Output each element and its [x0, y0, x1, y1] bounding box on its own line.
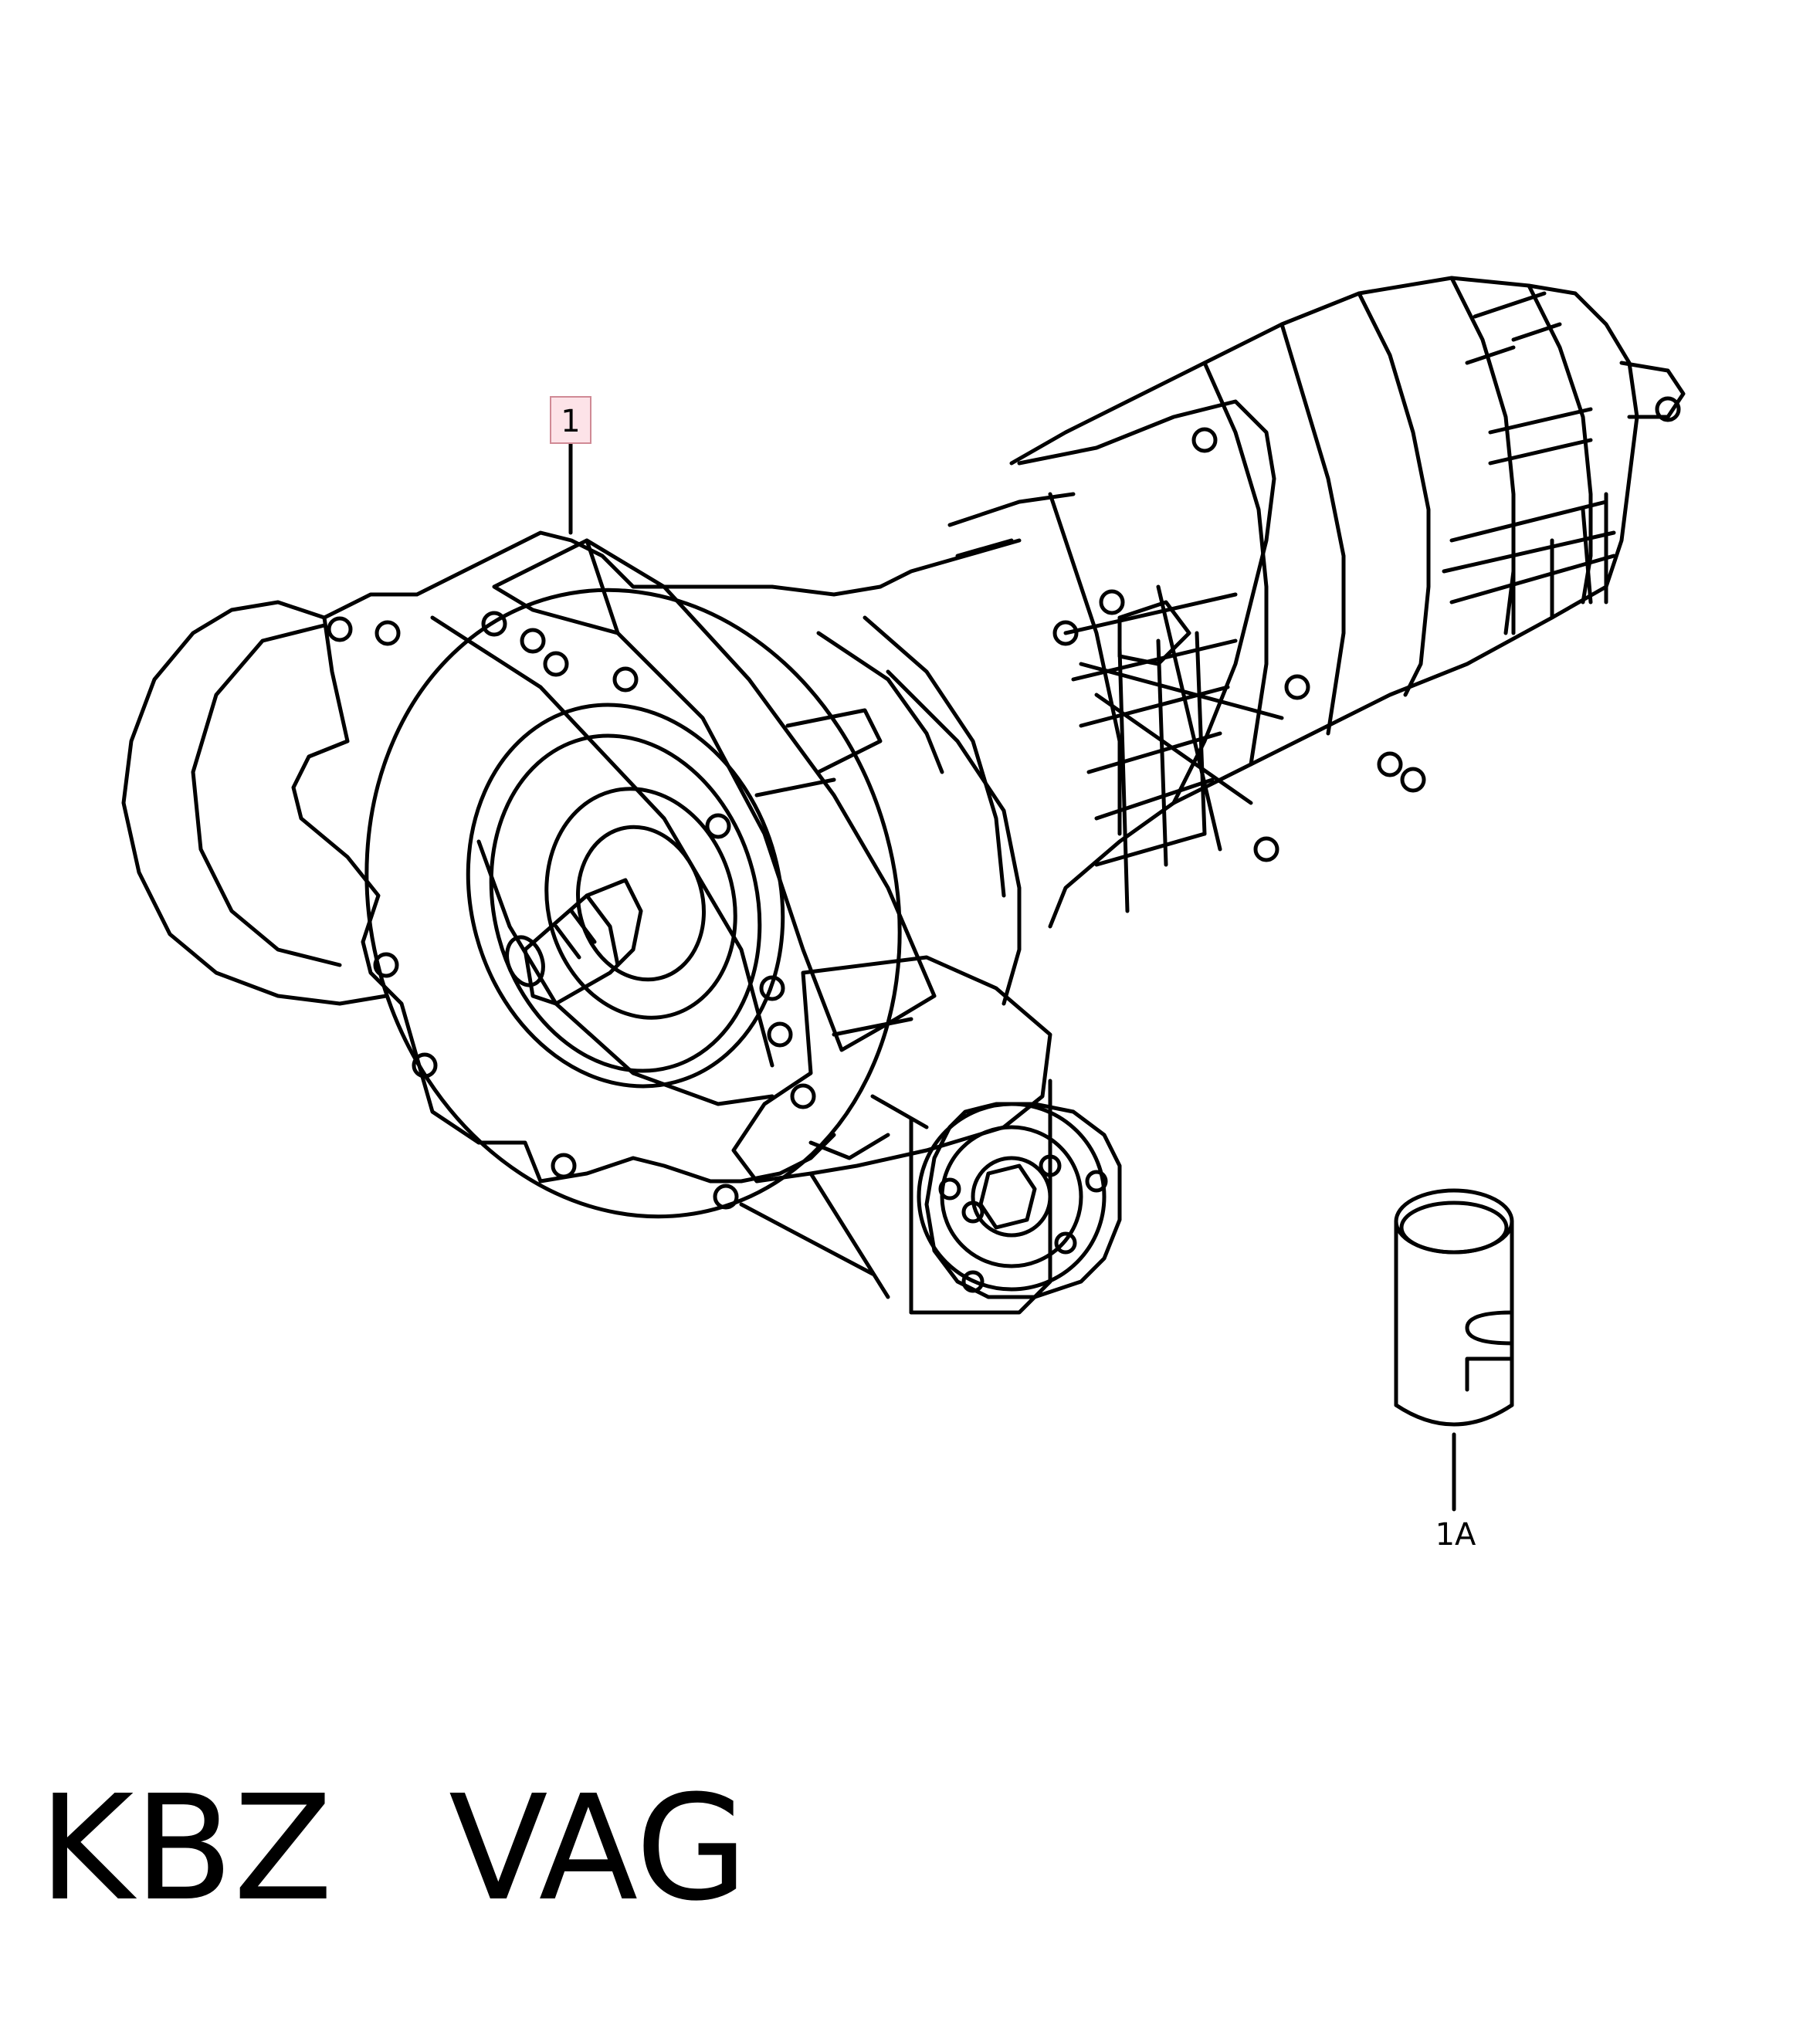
bolt-holes [327, 396, 1681, 1293]
input-shaft [505, 878, 643, 1006]
gearbox-middle-housing [947, 399, 1284, 913]
brand-label: VAG [449, 1764, 748, 1933]
diagram-footer: KBZ VAG [39, 1760, 748, 1938]
oil-container [1394, 1188, 1514, 1427]
flange-housing [731, 955, 1122, 1315]
transfer-case [492, 538, 937, 1052]
part-callout-1[interactable]: 1 [550, 396, 591, 444]
left-end-cover [121, 600, 388, 1006]
part-callout-1a[interactable]: 1A [1435, 1517, 1476, 1553]
diagram-code: KBZ [39, 1764, 334, 1933]
gearbox-rear-housing [1009, 276, 1686, 929]
bell-housing [291, 530, 1022, 1184]
